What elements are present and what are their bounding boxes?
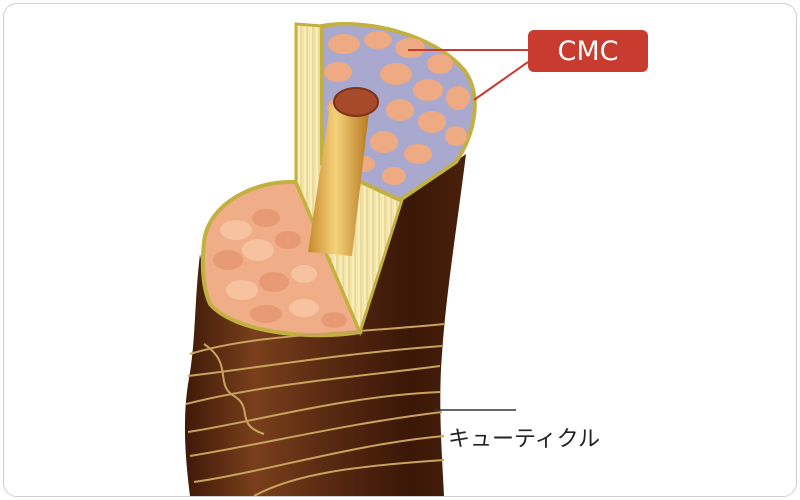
hair-structure-diagram: CMC キューティクル — [184, 21, 648, 496]
cmc-leader-lines — [408, 49, 529, 101]
medulla-core — [333, 87, 379, 117]
cmc-label-badge: CMC — [528, 30, 648, 72]
lower-cortex-cells — [213, 209, 347, 328]
medulla-rod — [308, 104, 370, 256]
cuticle-label: キューティクル — [448, 427, 600, 452]
cuticle-lines — [185, 323, 445, 496]
cmc-label: CMC — [557, 36, 618, 67]
diagram-frame: CMC キューティクル — [3, 3, 797, 497]
hair-shaft — [184, 154, 466, 496]
